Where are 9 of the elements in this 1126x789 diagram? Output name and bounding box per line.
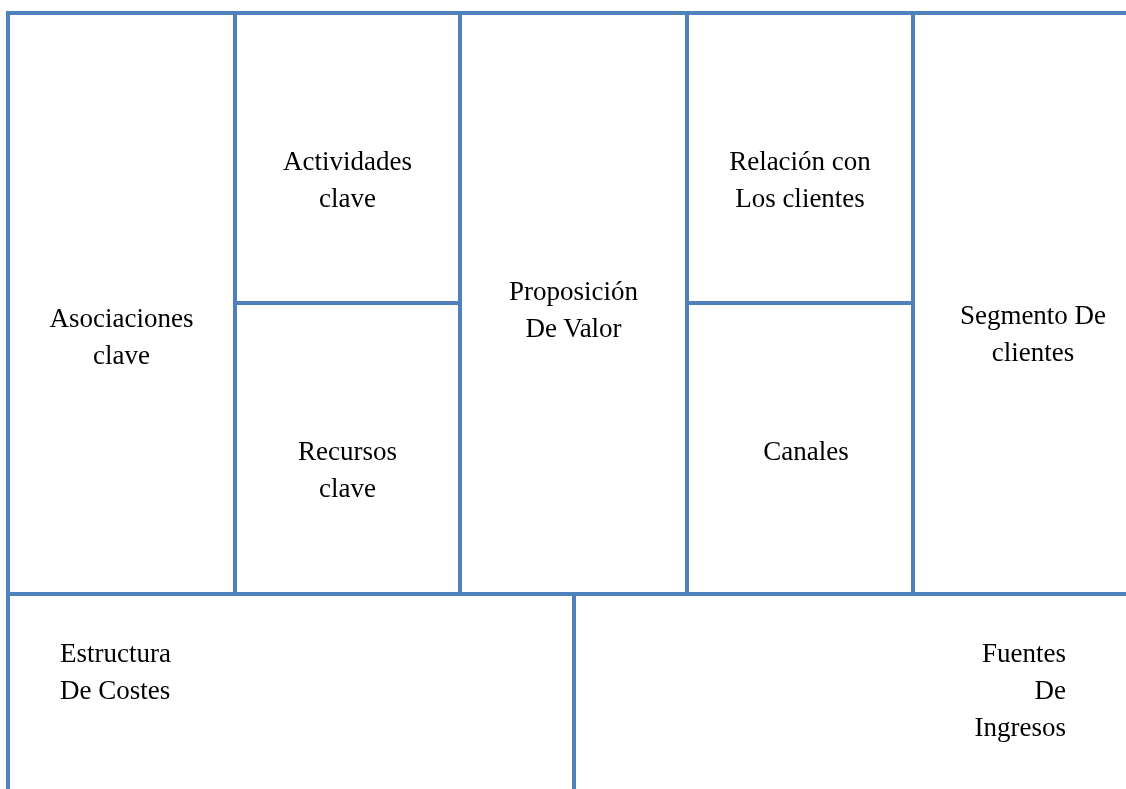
block-title: Proposición De Valor <box>509 275 638 345</box>
block-title: Recursos clave <box>297 435 398 505</box>
block-title: Canales <box>763 435 849 468</box>
block-title: Actividades clave <box>282 145 413 215</box>
block-title: Asociaciones clave <box>48 302 195 372</box>
block-title: Fuentes De Ingresos <box>974 637 1066 744</box>
block-title: Segmento De clientes <box>958 299 1108 369</box>
block-title: Estructura De Costes <box>60 637 171 707</box>
block-title: Relación con Los clientes <box>728 145 872 215</box>
